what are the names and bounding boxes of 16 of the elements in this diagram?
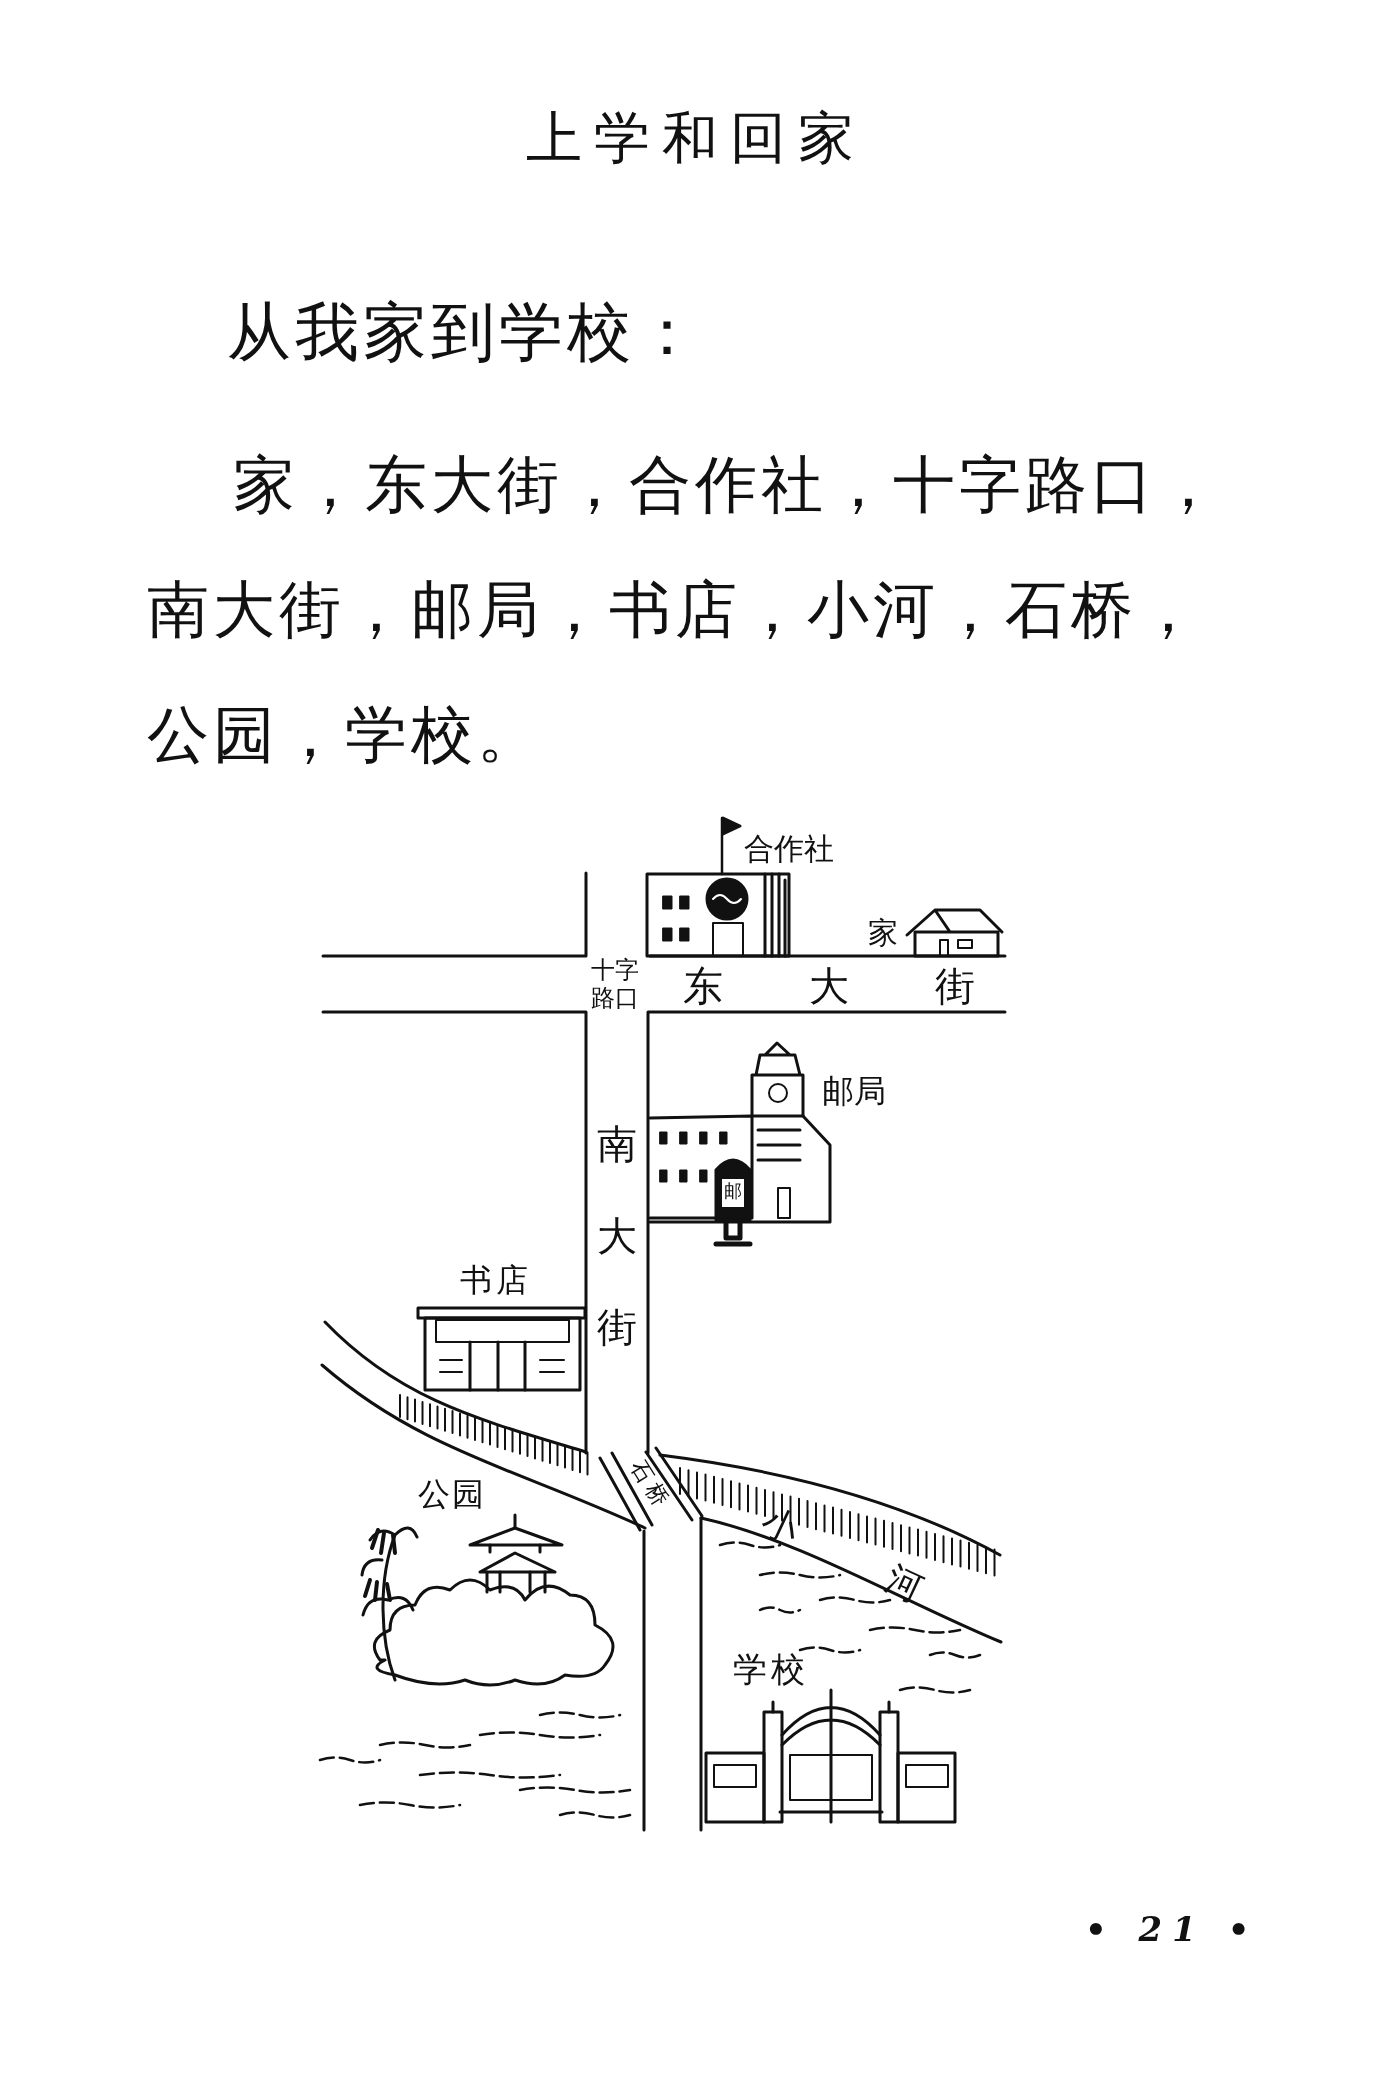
route-text: 家，东大街，合作社，十字路口，南大街，邮局，书店，小河，石桥，公园，学校。 bbox=[147, 447, 1224, 773]
place-label: 书店 bbox=[460, 1264, 532, 1296]
page-number: • 21 • bbox=[1085, 1912, 1260, 1946]
river-label: 小河 bbox=[756, 1502, 1019, 1650]
bridge-label: 石桥 bbox=[626, 1456, 675, 1516]
place-label: 邮局 bbox=[822, 1075, 886, 1107]
title: 上学和回家 bbox=[525, 110, 867, 166]
place-label: 家 bbox=[868, 918, 898, 948]
street-label: 东大街 bbox=[683, 966, 1061, 1006]
intro-text: 从我家到学校： bbox=[227, 300, 703, 364]
crossroad-label: 十字路口 bbox=[591, 956, 640, 1012]
street-label: 南大街 bbox=[597, 1092, 637, 1368]
place-label: 合作社 bbox=[744, 834, 834, 864]
place-label: 公园 bbox=[418, 1478, 486, 1510]
mailbox-sign: 邮 bbox=[724, 1182, 742, 1200]
place-label: 学校 bbox=[733, 1652, 809, 1686]
